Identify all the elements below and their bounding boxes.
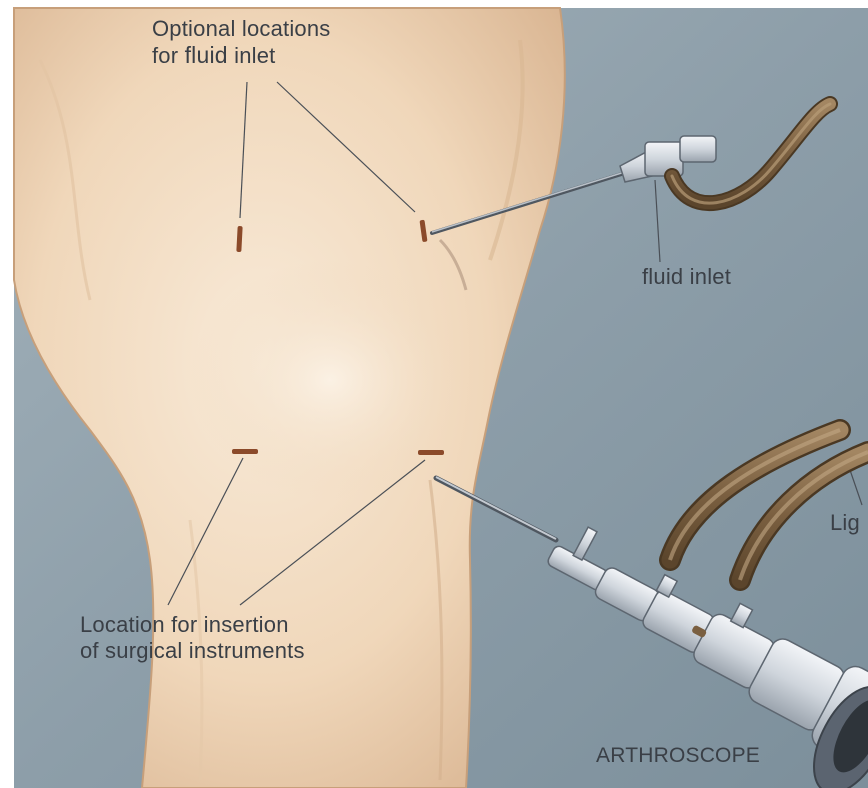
label-optional-line1: Optional locations [152,16,330,41]
label-optional-locations: Optional locations for fluid inlet [152,16,330,69]
label-insertion-line2: of surgical instruments [80,638,305,663]
label-optional-inlet: inlet [234,43,275,68]
label-optional-fluid: fluid [185,42,228,68]
label-optional-for: for [152,43,178,68]
incision-lower-left [232,449,258,454]
label-fluid-inlet: fluid inlet [642,264,731,290]
label-light-cut: Lig [830,510,868,536]
kneecap-highlight [190,260,470,500]
label-arthroscope: ARTHROSCOPE [596,744,760,769]
label-insertion-location: Location for insertion of surgical instr… [80,612,305,664]
label-insertion-line1: Location for insertion [80,612,289,637]
incision-lower-right [418,450,444,455]
